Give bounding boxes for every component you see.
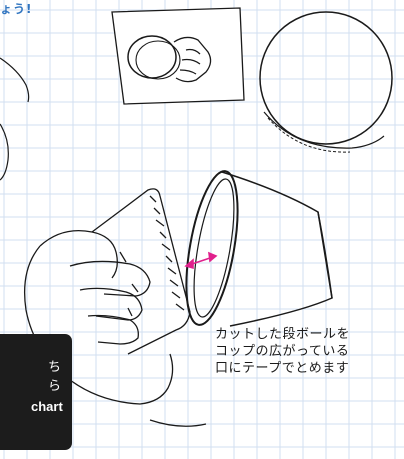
lower-sketch-lines bbox=[149, 419, 207, 427]
cup-photo-frame bbox=[111, 7, 245, 105]
top-partial-text: ょう! bbox=[0, 2, 33, 16]
side-panel-text[interactable]: ちら bbox=[48, 360, 62, 394]
caption-line-2: コップの広がっている bbox=[215, 344, 350, 359]
hand-holding-cardboard bbox=[23, 188, 191, 405]
side-panel-link[interactable]: chart bbox=[31, 399, 63, 414]
plastic-cup bbox=[185, 170, 333, 327]
direction-arrow bbox=[184, 251, 218, 270]
caption-line-1: カットした段ボールを bbox=[215, 327, 351, 342]
cardboard-disc bbox=[259, 11, 393, 153]
side-panel[interactable]: ちら chart bbox=[0, 334, 72, 450]
partial-drawing-left bbox=[0, 57, 30, 181]
caption-line-3: 口にテープでとめます bbox=[215, 361, 350, 376]
instruction-caption: カットした段ボールを コップの広がっている 口にテープでとめます bbox=[215, 326, 395, 377]
